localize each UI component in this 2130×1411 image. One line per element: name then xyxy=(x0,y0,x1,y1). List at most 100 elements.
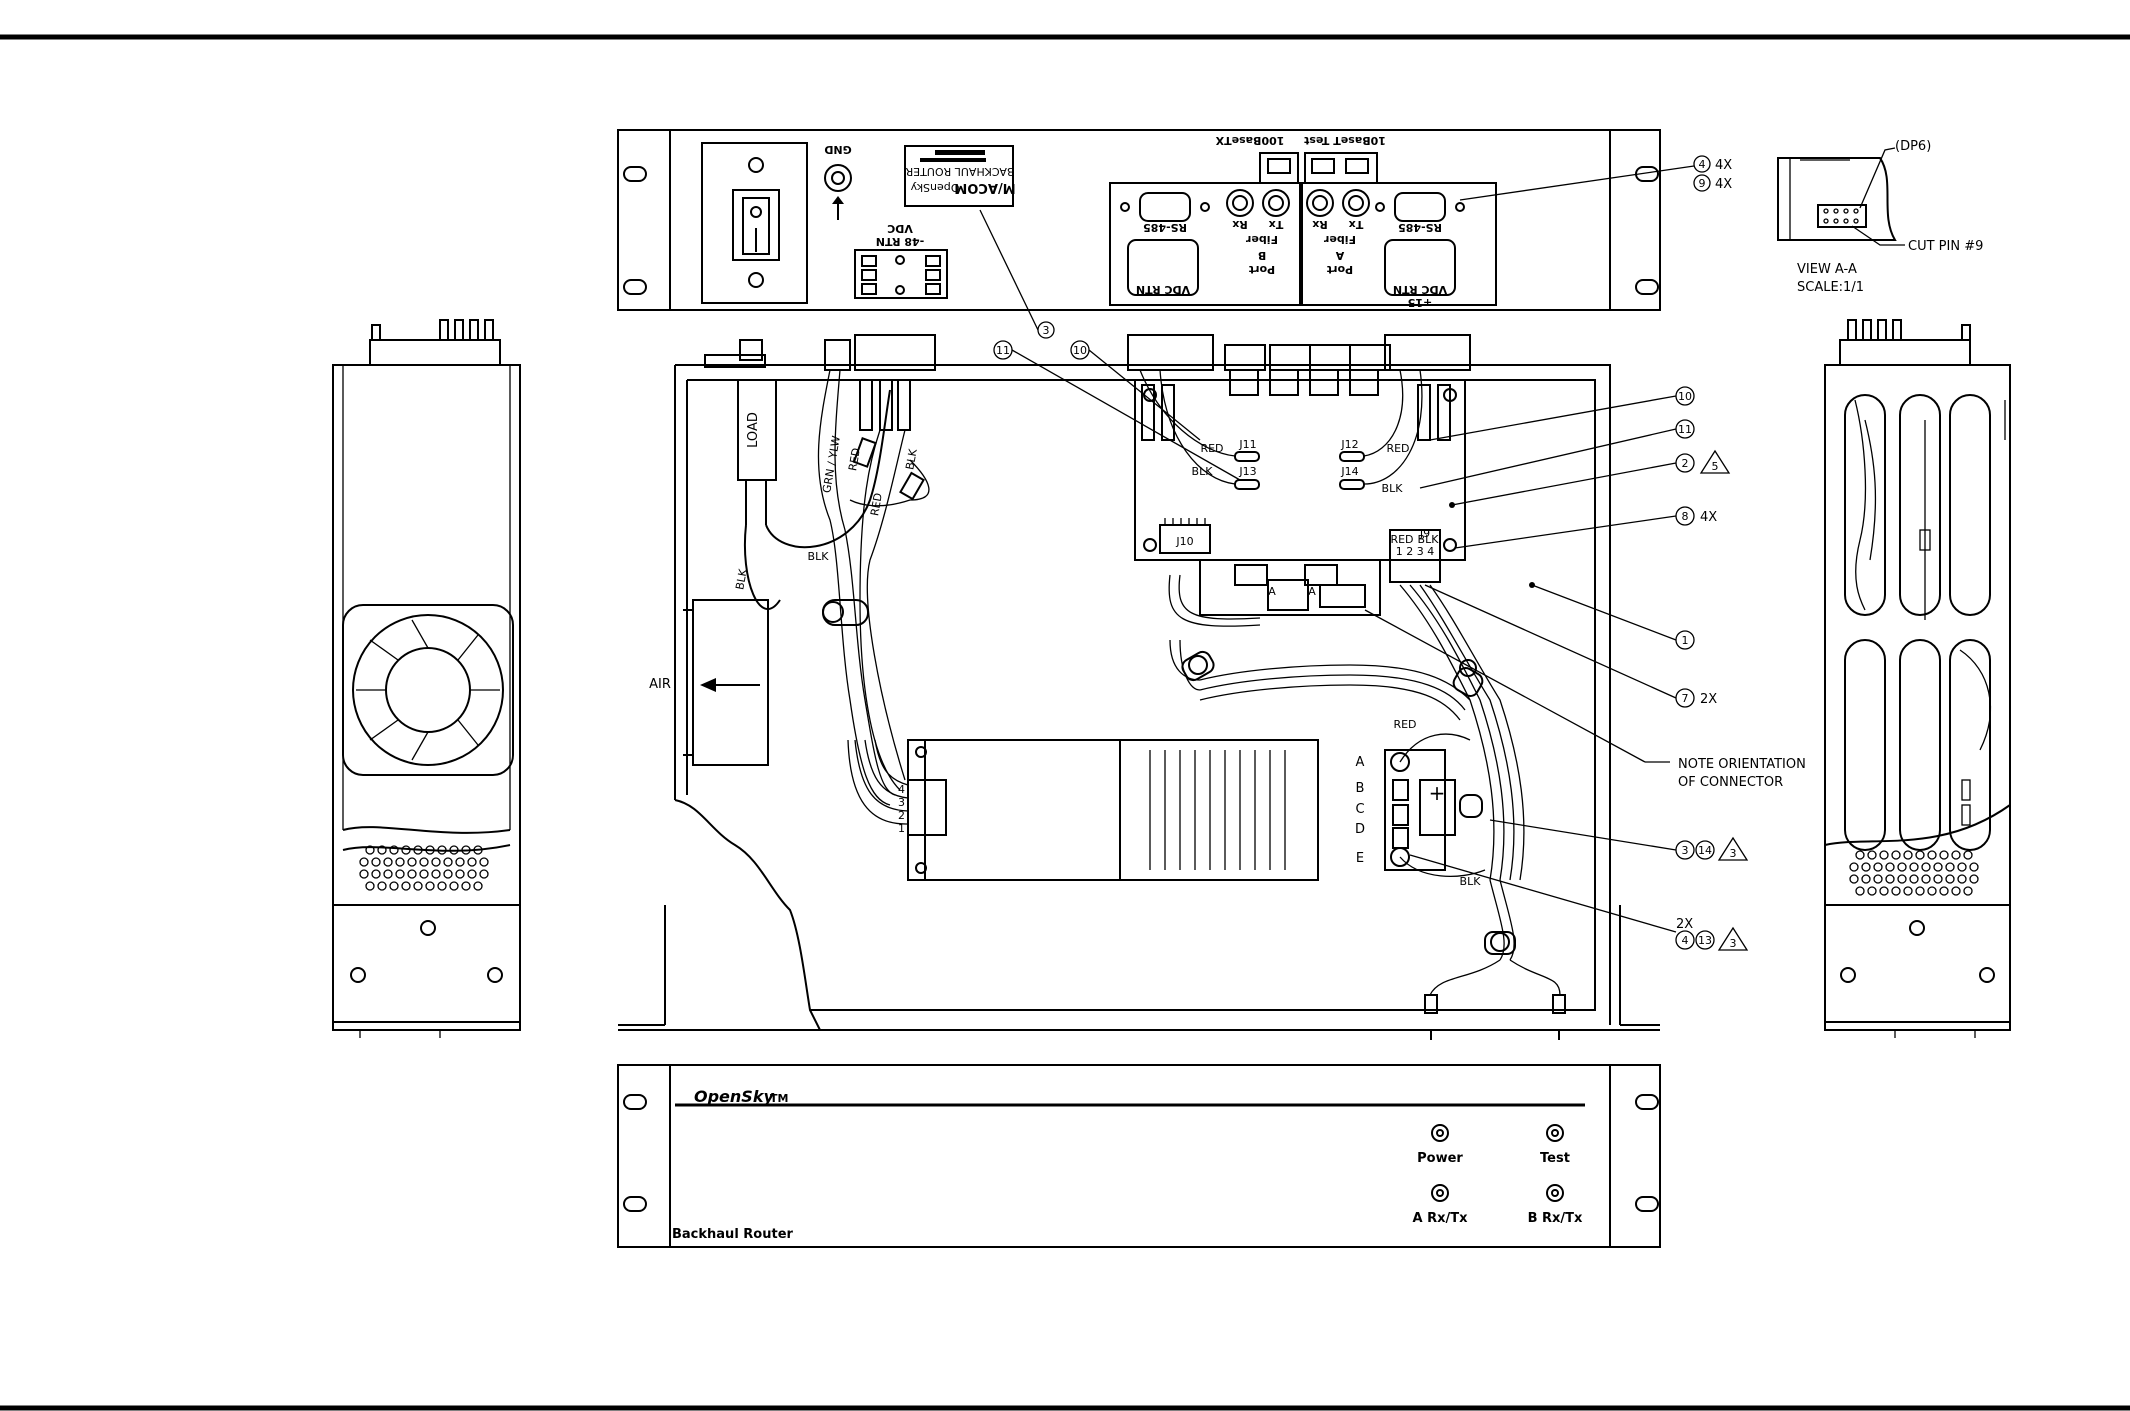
terminal-c: C xyxy=(1355,802,1364,817)
callout-8-qty: 4X xyxy=(1700,510,1717,525)
daughter-connector-a-1: A xyxy=(1268,585,1276,598)
right-side-view xyxy=(1824,319,2011,1038)
wire-label-red-terminal: RED xyxy=(1393,718,1416,731)
callout-3-num: 3 xyxy=(1043,324,1050,337)
test-led-label: Test xyxy=(1540,1151,1570,1166)
view-a-a-detail: (DP6) CUT PIN #9 VIEW A-A SCALE:1/1 xyxy=(1777,139,1983,295)
daughter-connector-a-2: A xyxy=(1308,585,1316,598)
wire-label-red-j9: RED xyxy=(1390,533,1413,546)
label-line-3: M/ACOM xyxy=(954,180,1015,195)
terminal-d: D xyxy=(1355,822,1365,837)
view-cut-pin-label: CUT PIN #9 xyxy=(1908,239,1983,254)
front-panel-view: OpenSky TM Backhaul Router Power Test A … xyxy=(617,1064,1661,1248)
rear-panel-view: GND VDC -48 RTN BACKHAUL ROUTER OpenSky … xyxy=(617,129,1661,311)
vdc-rtn-a-label: VDC RTN xyxy=(1393,283,1447,296)
air-label: AIR xyxy=(649,677,671,692)
a-rxtx-led-label: A Rx/Tx xyxy=(1413,1211,1469,1226)
callout-9-num: 9 xyxy=(1699,177,1706,190)
wire-label-blk-2: BLK xyxy=(808,550,830,563)
wire-label-blk-j9: BLK xyxy=(1418,533,1440,546)
connector-j14-label: J14 xyxy=(1340,465,1358,478)
label-line-2: OpenSky xyxy=(910,181,959,194)
b-rxtx-led-label: B Rx/Tx xyxy=(1528,1211,1583,1226)
note-line-2: OF CONNECTOR xyxy=(1678,775,1783,790)
wire-label-red-j12: RED xyxy=(1386,442,1409,455)
power-led-label: Power xyxy=(1417,1151,1463,1166)
callout-10-right-num: 10 xyxy=(1678,390,1692,403)
plus15-a-label: +15 xyxy=(1408,296,1433,309)
connector-j11-label: J11 xyxy=(1238,438,1256,451)
tx-a-label: Tx xyxy=(1349,218,1364,231)
callout-10-left-num: 10 xyxy=(1073,344,1087,357)
port-b-label: Port xyxy=(1249,263,1275,276)
internal-top-view: LOAD AIR GRN / YLW RED BLK RED BLK BLK xyxy=(618,334,1660,1040)
test-led-icon xyxy=(1546,1124,1564,1142)
wire-label-grn-ylw: GRN / YLW xyxy=(820,435,843,494)
vdc-rtn-b-label: VDC RTN xyxy=(1136,283,1190,296)
callout-4-num: 4 xyxy=(1699,158,1706,171)
wire-label-blk-j13: BLK xyxy=(1192,465,1214,478)
wire-label-red-1: RED xyxy=(846,447,863,472)
callout-3b-num: 3 xyxy=(1682,844,1689,857)
connector-j12-label: J12 xyxy=(1340,438,1358,451)
gnd-label: GND xyxy=(824,143,851,156)
j9-pin-numbers: 1 2 3 4 xyxy=(1396,545,1434,558)
wire-label-red-j11: RED xyxy=(1200,442,1223,455)
wire-label-blk-terminal: BLK xyxy=(1460,875,1482,888)
callout-1-num: 1 xyxy=(1682,634,1689,647)
b-rxtx-led-icon xyxy=(1546,1184,1564,1202)
callout-14-num: 14 xyxy=(1698,844,1712,857)
terminal-b: B xyxy=(1356,781,1365,796)
vdc-left-label: VDC xyxy=(887,222,913,235)
wire-label-red-2: RED xyxy=(868,492,885,517)
note-line-1: NOTE ORIENTATION xyxy=(1678,757,1806,772)
terminal-plus: + xyxy=(1429,781,1446,805)
callout-4b-num: 4 xyxy=(1682,934,1689,947)
rx-b-label: Rx xyxy=(1232,218,1248,231)
fiber-a-label: Fiber xyxy=(1323,233,1356,246)
module-pin-2: 2 xyxy=(898,809,905,822)
trademark: TM xyxy=(770,1092,788,1105)
callout-3b-flag: 3 xyxy=(1730,847,1737,860)
connector-j13-label: J13 xyxy=(1238,465,1256,478)
wire-label-blk-1: BLK xyxy=(903,447,920,471)
tx-b-label: Tx xyxy=(1269,218,1284,231)
callout-8-num: 8 xyxy=(1682,510,1689,523)
view-dp6-label: (DP6) xyxy=(1895,139,1931,154)
port-a-letter: A xyxy=(1335,249,1344,262)
left-side-view xyxy=(332,319,521,1038)
callout-4b-flag: 3 xyxy=(1730,937,1737,950)
wire-label-blk-3: BLK xyxy=(733,567,750,591)
view-scale: SCALE:1/1 xyxy=(1797,280,1864,295)
view-title: VIEW A-A xyxy=(1797,262,1857,277)
callout-13-num: 13 xyxy=(1698,934,1712,947)
callout-2x-prefix: 2X xyxy=(1676,917,1693,932)
fiber-b-label: Fiber xyxy=(1245,233,1278,246)
minus48-rtn-label: -48 RTN xyxy=(876,235,924,248)
connector-j9-label: J9 xyxy=(1419,527,1430,540)
module-pin-3: 3 xyxy=(898,796,905,809)
callout-7-num: 7 xyxy=(1682,692,1689,705)
callout-9-qty: 4X xyxy=(1715,177,1732,192)
load-label: LOAD xyxy=(746,412,761,448)
module-pin-1: 1 xyxy=(898,822,905,835)
callout-2-num: 2 xyxy=(1682,457,1689,470)
rs485-a-label: RS-485 xyxy=(1398,221,1442,234)
callout-11-right-num: 11 xyxy=(1678,423,1692,436)
callout-7-qty: 2X xyxy=(1700,692,1717,707)
eth-100basetx-label: 100BaseTX xyxy=(1215,134,1284,147)
label-line-1: BACKHAUL ROUTER xyxy=(905,165,1014,178)
brand-logo: OpenSky xyxy=(694,1087,774,1106)
eth-10baset-label: 10BaseT Test xyxy=(1304,134,1386,147)
rs485-b-label: RS-485 xyxy=(1143,221,1187,234)
product-name: Backhaul Router xyxy=(672,1227,794,1242)
port-b-letter: B xyxy=(1258,249,1266,262)
callout-4-qty: 4X xyxy=(1715,158,1732,173)
power-led-icon xyxy=(1431,1124,1449,1142)
module-pin-4: 4 xyxy=(898,783,905,796)
connector-j10-label: J10 xyxy=(1175,535,1193,548)
a-rxtx-led-icon xyxy=(1431,1184,1449,1202)
wire-label-blk-j14: BLK xyxy=(1382,482,1404,495)
port-a-label: Port xyxy=(1327,263,1353,276)
